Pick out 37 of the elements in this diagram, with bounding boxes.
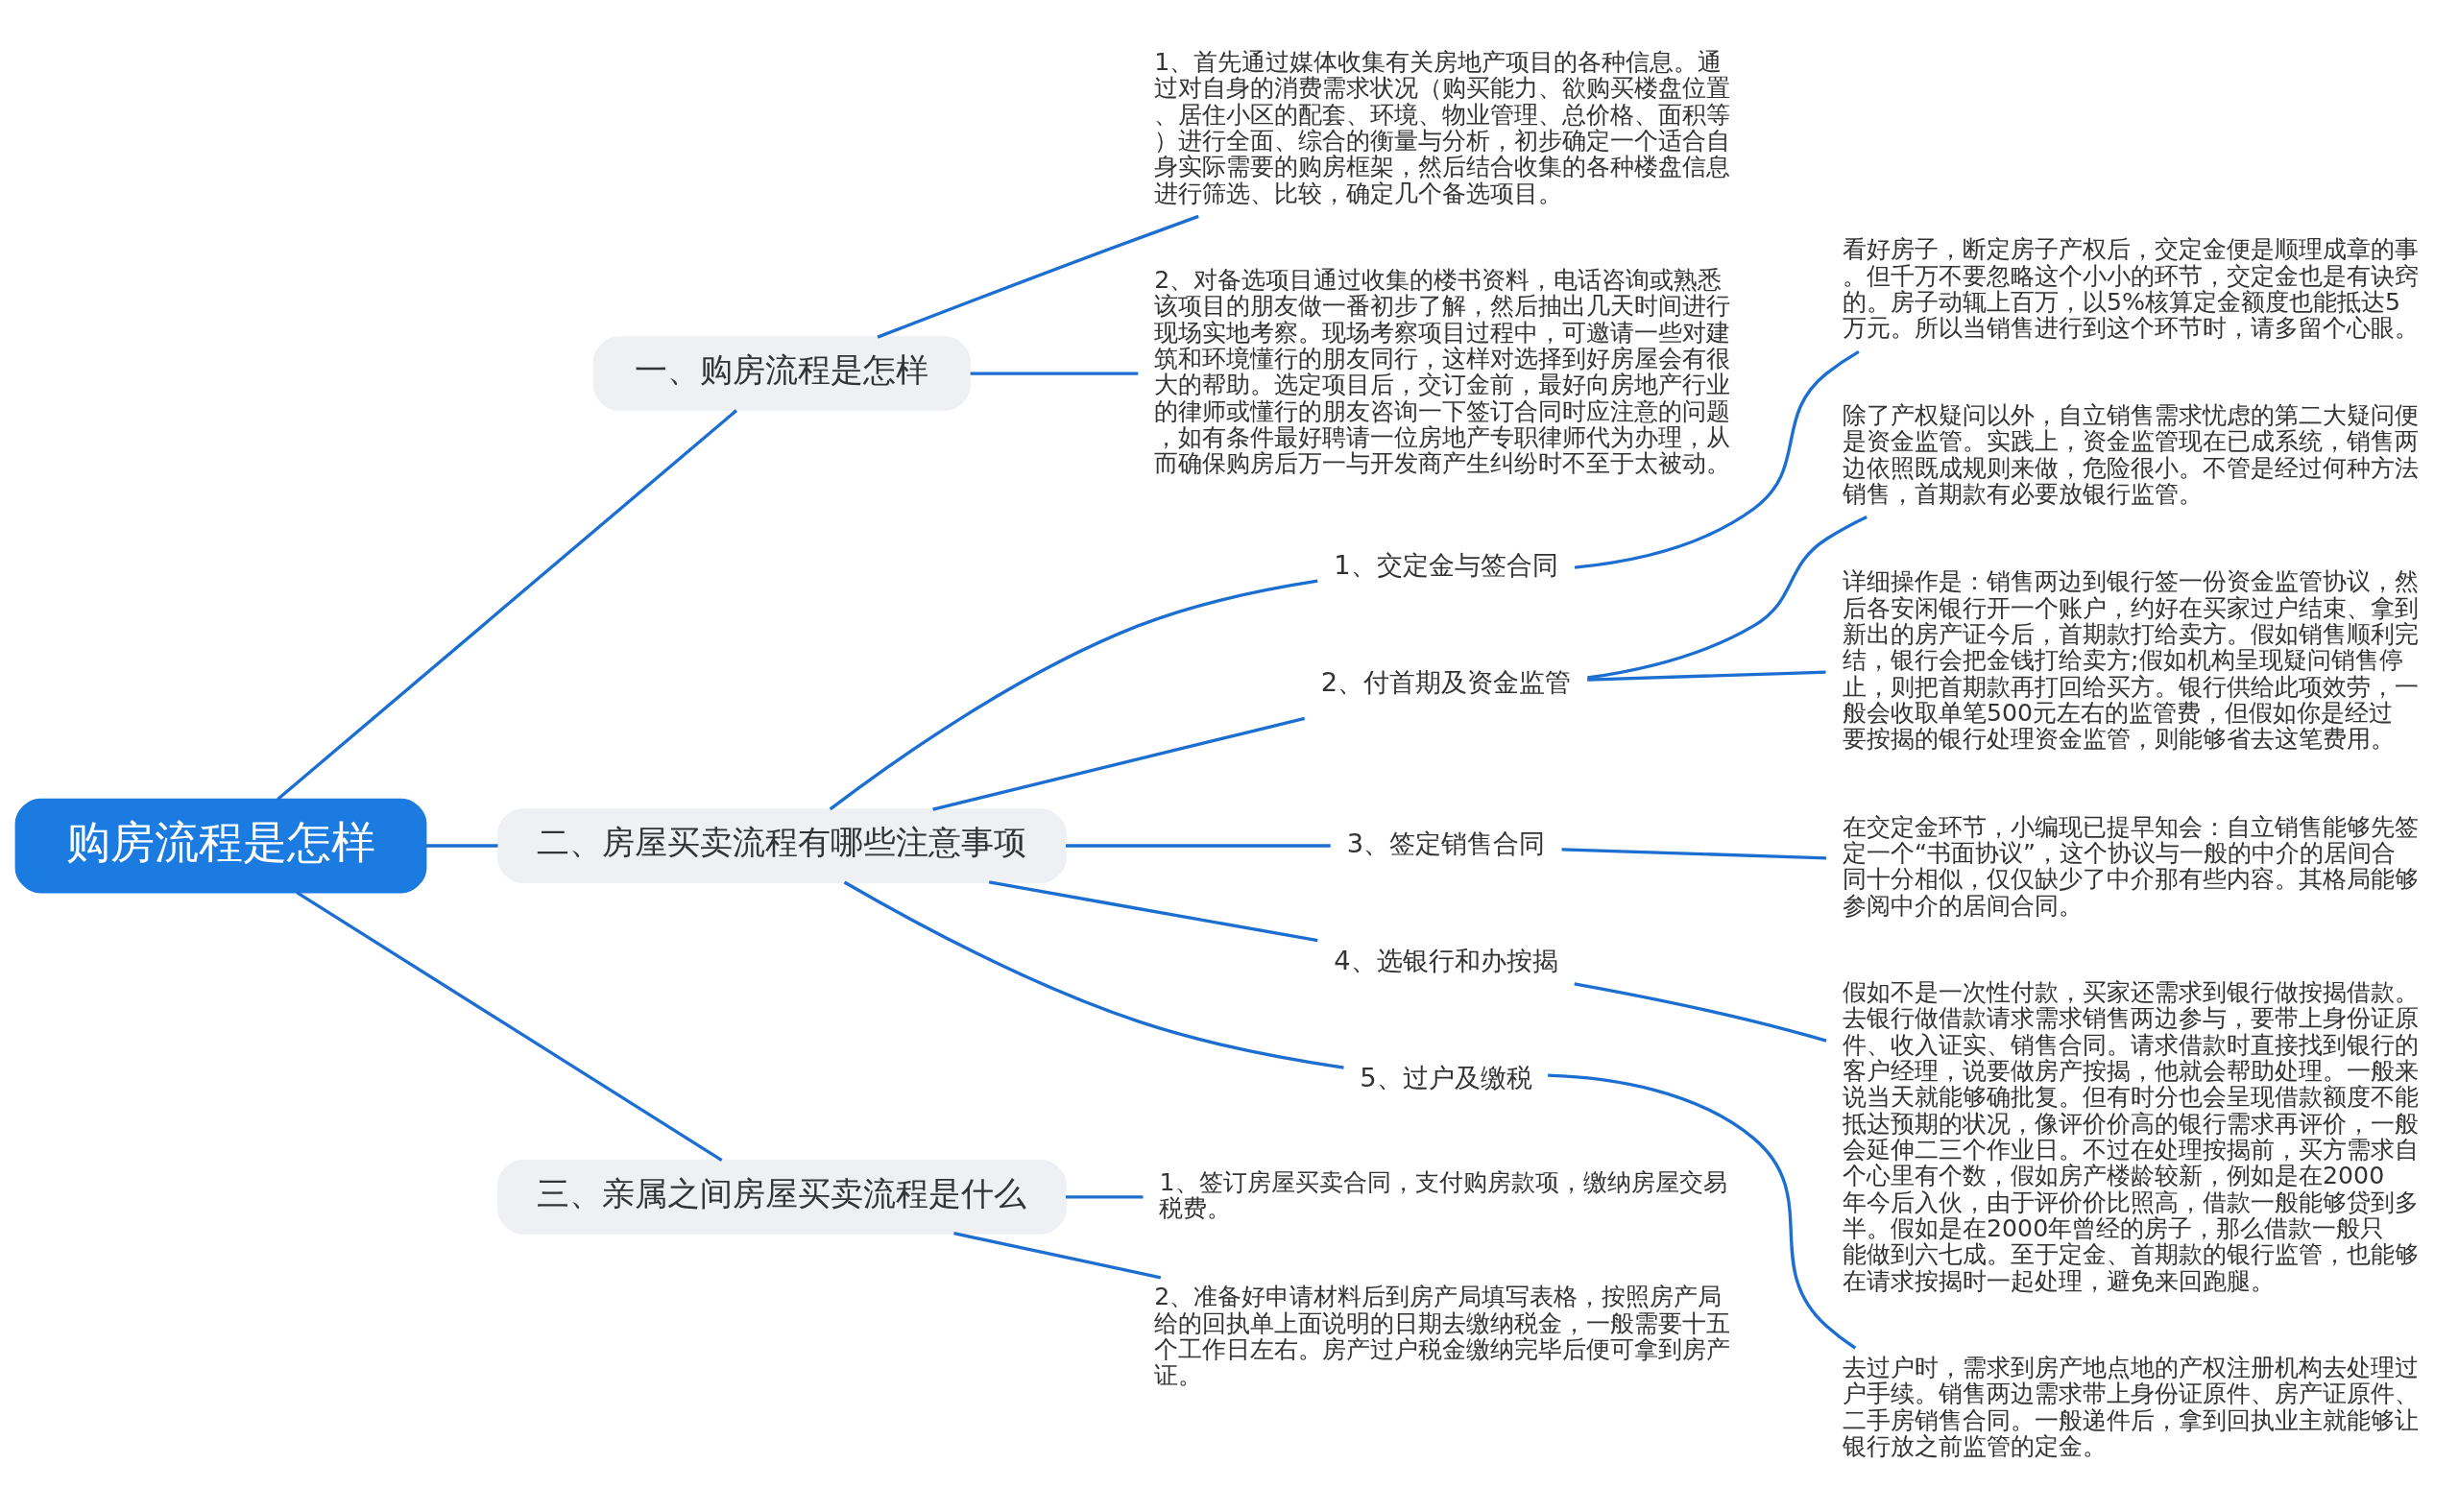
node-text: 2、对备选项目通过收集的楼书资料，电话咨询或熟悉该项目的朋友做一番初步了解，然后抽出几天时间进行现场实地考察。现场考察项目过程中，可邀请一些对建筑和环境懂行的朋友同行，这样对选择到好房屋会有很大的帮助。选定项目后，交订金前，最好向房地产行业的律师或懂行的朋友咨询一下签订合同时应注意的问题，如有条件最好聘请一位房地产专职律师代为办理，从而确保购房后万一与开发商产生纠纷时不至于太被动。 [1154, 266, 1731, 478]
node-text: 去过户时，需求到房产地点地的产权注册机构去处理过户手续。销售两边需求带上身份证原件、房产证原件、二手房销售合同。一般递件后，拿到回执业主就能够让银行放之前监管的定金。 [1843, 1354, 2420, 1461]
connector [1574, 982, 1827, 1043]
connector [1574, 349, 1860, 569]
node-text: 1、交定金与签合同 [1334, 550, 1558, 581]
node-text: 5、过户及缴税 [1360, 1063, 1532, 1093]
connector [1066, 1195, 1144, 1199]
node-text: 2、准备好申请材料后到房产局填写表格，按照房产局给的回执单上面说明的日期去缴纳税金，一般需要十五个工作日左右。房产过户税金缴纳完毕后便可拿到房产证。 [1154, 1283, 1731, 1390]
connector [877, 214, 1199, 339]
node-box: 二、房屋买卖流程有哪些注意事项 [497, 808, 1067, 883]
node-text: 除了产权疑问以外，自立销售需求忧虑的第二大疑问便是资金监管。实践上，资金监管现在已成系统，销售两边依照既成规则来做，危险很小。不管是经过何种方法销售，首期款有必要放银行监管。 [1843, 400, 2420, 508]
connector [932, 716, 1306, 811]
node-text: 在交定金环节，小编现已提早知会：自立销售能够先签定一个“书面协议”，这个协议与一般的中介的居间合同十分相似，仅仅缺少了中介那有些内容。其格局能够参阅中介的居间合同。 [1843, 812, 2420, 920]
node-text: 3、签定销售合同 [1346, 828, 1546, 859]
node-text: 2、付首期及资金监管 [1320, 667, 1572, 698]
node-text: 详细操作是：销售两边到银行签一份资金监管协议，然后各安闲银行开一个账户，约好在买家过户结束、拿到新出的房产证今后，首期款打给卖方。假如销售顺利完结，银行会把金钱打给卖方;假如机构呈现疑问销售停止，则把首期款再打回给买方。银行供给此项效劳，一般会收取单笔500元左右的监管费，但假如你是经过要按揭的银行处理资金监管，则能够省去这笔费用。 [1843, 567, 2420, 754]
node-text: 4、选银行和办按揭 [1334, 946, 1558, 976]
connector [829, 579, 1318, 811]
node-text: 假如不是一次性付款，买家还需求到银行做按揭借款。去银行做借款请求需求销售两边参与，要带上身份证原件、收入证实、销售合同。请求借款时直接找到银行的客户经理，说要做房产按揭，他就会帮助处理。一般来说当天就能够确批复。但有时分也会呈现借款额度不能抵达预期的状况，像评价价高的银行需求再评价，一般会延伸二三个作业日。不过在处理按揭前，买方需求自个心里有个数，假如房产楼龄较新，例如是在2000年今后入伙，由于评价价比照高，借款一般能够贷到多半。假如是在2000年曾经的房子，那么借款一般只能做到六七成。至于定金、首期款的银行监管，也能够在请求按揭时一起处理，避免来回跑腿。 [1843, 978, 2420, 1295]
connector [843, 880, 1344, 1069]
connector [1561, 848, 1827, 860]
connector [426, 844, 498, 848]
connector [1587, 670, 1826, 682]
node-box: 购房流程是怎样 [14, 798, 427, 894]
node-text: 1、签订房屋买卖合同，支付购房款项，缴纳房屋交易税费。 [1159, 1167, 1727, 1222]
node-box: 一、购房流程是怎样 [592, 336, 971, 412]
node-box: 三、亲属之间房屋买卖流程是什么 [497, 1159, 1067, 1235]
connector [277, 409, 738, 801]
connector [953, 1232, 1162, 1280]
node-text: 看好房子，断定房子产权后，交定金便是顺理成章的事。但千万不要忽略这个小小的环节，交定金也是有诀窍的。房子动辄上百万，以5%核算定金额度也能抵达5万元。所以当销售进行到这个环节时，请多留个心眼。 [1843, 235, 2420, 343]
node-text: 1、首先通过媒体收集有关房地产项目的各种信息。通过对自身的消费需求状况（购买能力、欲购买楼盘位置、居住小区的配套、环境、物业管理、总价格、面积等）进行全面、综合的衡量与分析，初步确定一个适合自身实际需要的购房框架，然后结合收集的各种楼盘信息进行筛选、比较，确定几个备选项目。 [1154, 48, 1731, 207]
connector [970, 372, 1139, 375]
connector [1066, 844, 1331, 848]
connector [988, 880, 1318, 943]
connector [296, 891, 723, 1163]
connector [1587, 515, 1868, 680]
connector [1548, 1073, 1857, 1350]
